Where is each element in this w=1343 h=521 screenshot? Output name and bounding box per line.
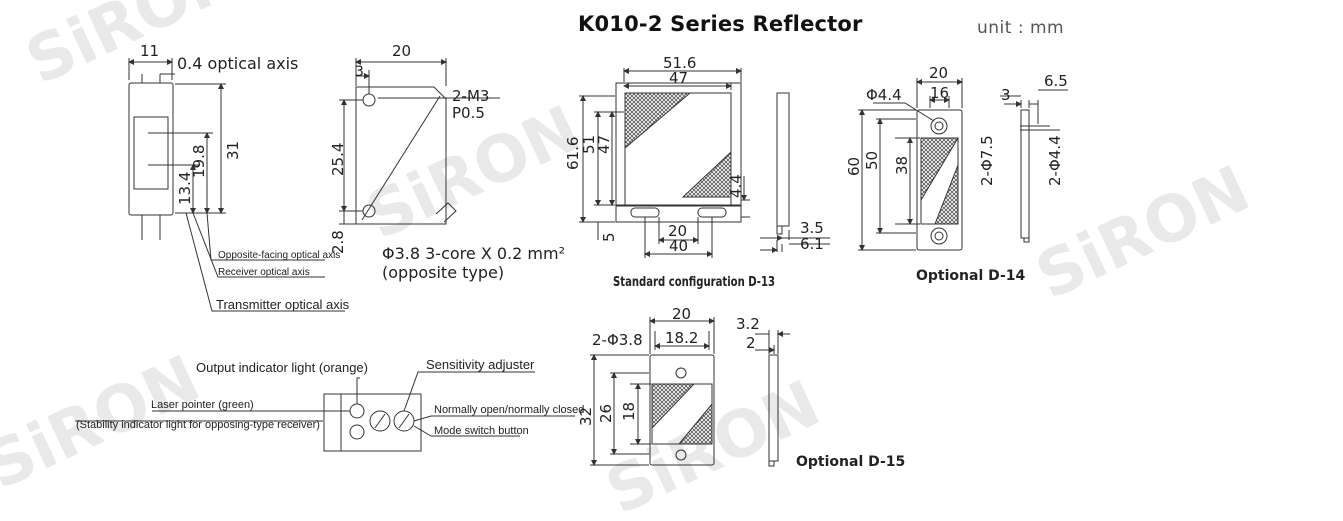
- label-receiver-axis: Receiver optical axis: [218, 267, 310, 278]
- d15-width: 20: [672, 305, 691, 323]
- cable-line1: Φ3.8 3-core X 0.2 mm²: [382, 244, 565, 263]
- d14-d3: 3: [1001, 86, 1011, 104]
- dim-front-hole-spacing: 25.4: [329, 143, 347, 176]
- dim-front-bottom: 2.8: [329, 230, 347, 254]
- d13-slot-offset: 4.4: [727, 174, 745, 198]
- label-laser-pointer: Laser pointer (green): [151, 399, 254, 411]
- caption-d15: Optional D-15: [796, 454, 905, 470]
- d13-bottom: 5: [600, 232, 618, 242]
- reflector-d13: [579, 68, 830, 258]
- dim-optical-axis: 0.4 optical axis: [177, 54, 298, 73]
- reflector-d14: [858, 78, 1068, 251]
- d15-hole: 2-Φ3.8: [592, 331, 643, 349]
- d13-h-total: 61.6: [564, 137, 582, 170]
- d14-hole-d: Φ4.4: [866, 86, 902, 104]
- dim-side-width: 11: [140, 42, 159, 60]
- d15-h-body: 26: [597, 404, 615, 423]
- d13-w-inner: 47: [669, 69, 688, 87]
- d14-phi44: 2-Φ4.4: [1046, 135, 1064, 186]
- page-title: K010-2 Series Reflector: [578, 12, 863, 36]
- label-normally: Normally open/normally closed: [434, 404, 584, 416]
- d15-h-inner: 18: [620, 402, 638, 421]
- d13-thick2: 6.1: [800, 235, 824, 253]
- thread-line1: 2-M3: [452, 87, 489, 105]
- caption-d14: Optional D-14: [916, 268, 1026, 284]
- top-panel: [75, 371, 575, 452]
- label-transmitter-axis: Transmitter optical axis: [216, 297, 350, 312]
- caption-d13: Standard configuration D-13: [613, 275, 775, 290]
- d13-h-inner: 47: [595, 135, 613, 154]
- reflector-d15: [590, 317, 790, 467]
- watermark-group: SiRON SiRON SiRON SiRON SiRON: [0, 0, 1261, 521]
- thread-line2: P0.5: [452, 104, 485, 122]
- d13-slot-w: 20: [668, 222, 687, 240]
- d14-h-total: 60: [845, 157, 863, 176]
- d15-t1: 3.2: [736, 315, 760, 333]
- d14-d65: 6.5: [1044, 72, 1068, 90]
- d14-h-body: 50: [863, 151, 881, 170]
- d14-width: 20: [929, 64, 948, 82]
- dim-side-13-4: 13.4: [176, 172, 194, 205]
- label-opposite-axis: Opposite-facing optical axis: [218, 250, 340, 261]
- watermark-1: SiRON: [15, 0, 250, 100]
- unit-label: unit : mm: [977, 18, 1065, 38]
- d13-w-outer: 51.6: [663, 54, 696, 72]
- sensor-side-view: [128, 58, 345, 312]
- d14-phi75: 2-Φ7.5: [978, 135, 996, 186]
- label-output-light: Output indicator light (orange): [196, 360, 368, 375]
- dim-side-height: 31: [224, 141, 242, 160]
- dim-side-19-8: 19.8: [190, 145, 208, 178]
- d15-h-total: 32: [577, 407, 595, 426]
- d15-t2: 2: [746, 334, 756, 352]
- label-sensitivity: Sensitivity adjuster: [426, 357, 535, 372]
- d13-h-body: 51: [580, 135, 598, 154]
- cable-line2: (opposite type): [382, 263, 504, 282]
- dim-front-width: 20: [392, 42, 411, 60]
- label-stability: (Stability indicator light for opposing-…: [76, 419, 320, 431]
- label-mode-switch: Mode switch button: [434, 425, 529, 437]
- d13-thick1: 3.5: [800, 219, 824, 237]
- d14-inner-w: 16: [930, 84, 949, 102]
- d14-h-inner: 38: [893, 156, 911, 175]
- d15-inner-w: 18.2: [665, 329, 698, 347]
- dim-front-hole-offset: 3: [355, 64, 364, 80]
- d13-slot-pitch: 40: [669, 237, 688, 255]
- sensor-front-view: [339, 58, 500, 225]
